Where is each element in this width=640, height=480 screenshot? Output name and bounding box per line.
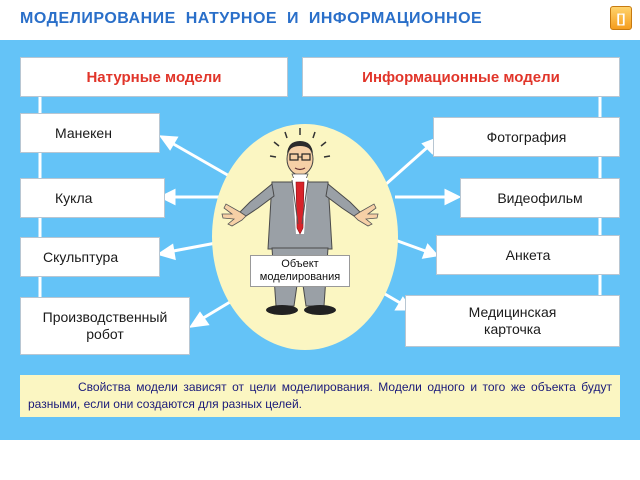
model-item-medical-card: Медицинская карточка (405, 295, 620, 347)
bracket-icon[interactable]: [] (610, 6, 632, 30)
model-item-robot: Производственный робот (20, 297, 190, 355)
model-item-mannequin: Манекен (20, 113, 160, 153)
bottom-area (0, 440, 640, 480)
information-models-heading: Информационные модели (302, 57, 620, 97)
page-title: МОДЕЛИРОВАНИЕ НАТУРНОЕ И ИНФОРМАЦИОННОЕ (20, 10, 483, 27)
object-label: Объект моделирования (250, 255, 350, 287)
model-item-sculpture: Скульптура (20, 237, 160, 277)
model-item-photo: Фотография (433, 117, 620, 157)
businessman-figure (221, 128, 379, 315)
natural-models-heading: Натурные модели (20, 57, 288, 97)
model-item-questionnaire: Анкета (436, 235, 620, 275)
note-text: Свойства модели зависят от цели моделиро… (20, 375, 620, 417)
model-item-video: Видеофильм (460, 178, 620, 218)
model-item-doll: Кукла (20, 178, 165, 218)
header: МОДЕЛИРОВАНИЕ НАТУРНОЕ И ИНФОРМАЦИОННОЕ … (0, 0, 640, 40)
